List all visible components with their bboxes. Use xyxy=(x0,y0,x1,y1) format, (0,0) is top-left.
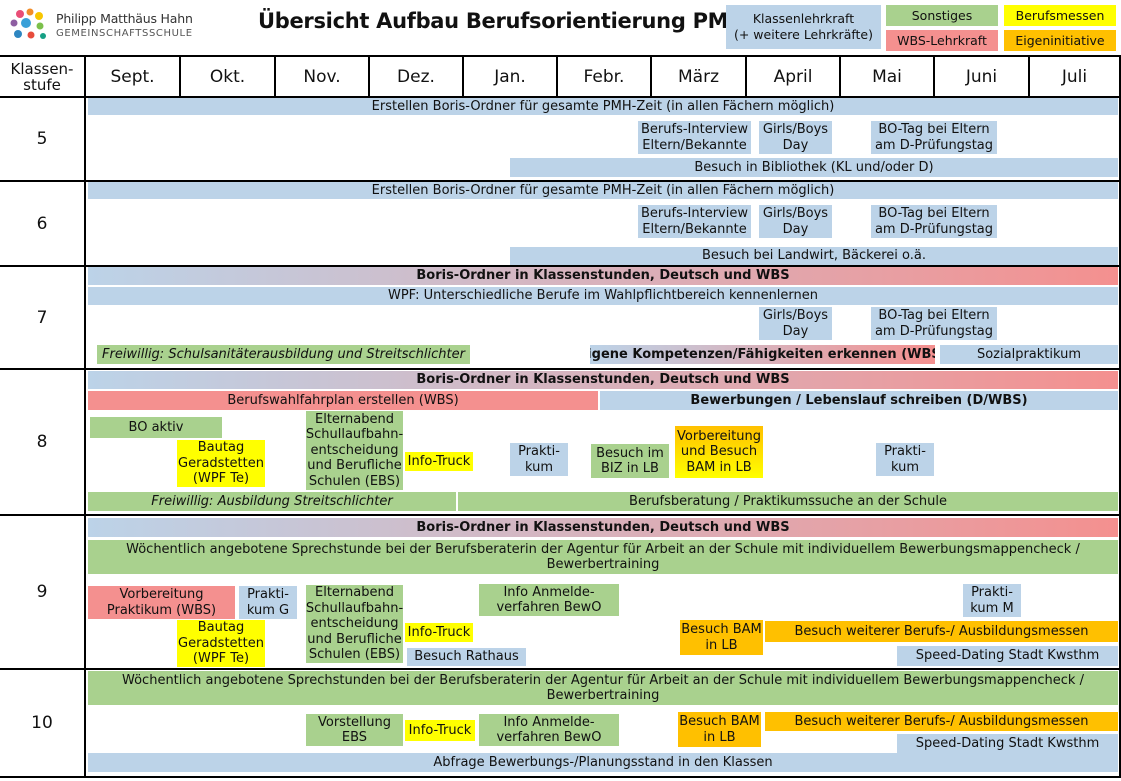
month-febr: Febr. xyxy=(583,67,625,87)
g8-biz: Besuch im BIZ in LB xyxy=(591,444,669,478)
legend-sonstiges: Sonstiges xyxy=(886,5,998,26)
g9-praktikum-g: Prakti- kum G xyxy=(239,586,297,619)
g8-info-truck: Info-Truck xyxy=(405,452,473,471)
month-separator xyxy=(274,55,276,97)
g10-anmeldeverfahren: Info Anmelde- verfahren BewO xyxy=(479,714,619,746)
g8-bewerbungen: Bewerbungen / Lebenslauf schreiben (D/WB… xyxy=(600,391,1118,410)
school-logo: Philipp Matthäus Hahn GEMEINSCHAFTSSCHUL… xyxy=(6,6,193,46)
g7-kompetenzen: Eigene Kompetenzen/Fähigkeiten erkennen … xyxy=(590,345,935,364)
g6-berufs-interview: Berufs-Interview Eltern/Bekannte xyxy=(638,205,751,238)
g10-bam: Besuch BAM in LB xyxy=(678,712,761,747)
g9-messen: Besuch weiterer Berufs-/ Ausbildungsmess… xyxy=(765,621,1118,642)
g9-vorbereitung-praktikum: Vorbereitung Praktikum (WBS) xyxy=(88,586,235,619)
g9-bam: Besuch BAM in LB xyxy=(680,620,763,655)
month-juni: Juni xyxy=(965,67,998,87)
grade-7: 7 xyxy=(36,307,48,328)
g6-bo-tag: BO-Tag bei Eltern am D-Prüfungstag xyxy=(871,205,997,238)
legend-eigeninitiative: Eigeninitiative xyxy=(1004,30,1116,51)
g9-speed-dating: Speed-Dating Stadt Kwsthm xyxy=(897,646,1118,666)
grid-line xyxy=(0,265,1121,267)
legend-klassenlehrkraft: Klassenlehrkraft (+ weitere Lehrkräfte) xyxy=(726,5,881,49)
g9-praktikum-m: Prakti- kum M xyxy=(963,584,1021,617)
logo-subtitle: GEMEINSCHAFTSSCHULE xyxy=(56,28,193,39)
month-jan: Jan. xyxy=(494,67,526,87)
grid-line xyxy=(84,55,86,778)
g7-boris-ordner: Boris-Ordner in Klassenstunden, Deutsch … xyxy=(88,267,1118,285)
g10-messen: Besuch weiterer Berufs-/ Ausbildungsmess… xyxy=(765,712,1118,731)
month-separator xyxy=(179,55,181,97)
g9-sprechstunde: Wöchentlich angebotene Sprechstunde bei … xyxy=(88,540,1118,574)
month-sept: Sept. xyxy=(110,67,155,87)
g7-freiwillig: Freiwillig: Schulsanitäterausbildung und… xyxy=(97,345,470,364)
month-separator xyxy=(650,55,652,97)
g7-sozialpraktikum: Sozialpraktikum xyxy=(940,345,1118,364)
g10-speed-dating: Speed-Dating Stadt Kwsthm xyxy=(897,734,1118,753)
month-okt: Okt. xyxy=(209,67,246,87)
g5-berufs-interview: Berufs-Interview Eltern/Bekannte xyxy=(638,121,751,154)
grade-5: 5 xyxy=(36,129,48,149)
g6-landwirt: Besuch bei Landwirt, Bäckerei o.ä. xyxy=(510,247,1118,265)
g8-bam: Vorbereitung und Besuch BAM in LB xyxy=(675,426,763,478)
month-separator xyxy=(462,55,464,97)
g8-freiwillig: Freiwillig: Ausbildung Streitschlichter xyxy=(88,492,456,511)
g7-wpf: WPF: Unterschiedliche Berufe im Wahlpfli… xyxy=(88,287,1118,305)
g9-boris-ordner: Boris-Ordner in Klassenstunden, Deutsch … xyxy=(88,518,1118,537)
grid-line xyxy=(0,96,1121,98)
g9-rathaus: Besuch Rathaus xyxy=(407,648,526,666)
g5-boris-ordner: Erstellen Boris-Ordner für gesamte PMH-Z… xyxy=(88,98,1118,115)
g8-elternabend: Elternabend Schullaufbahn- entscheidung … xyxy=(306,411,403,490)
month-separator xyxy=(745,55,747,97)
g9-info-truck: Info-Truck xyxy=(405,623,473,642)
legend-berufsmessen: Berufsmessen xyxy=(1004,5,1116,26)
grid-line xyxy=(0,55,1121,57)
month-separator xyxy=(933,55,935,97)
g8-berufsberatung: Berufsberatung / Praktikumssuche an der … xyxy=(458,492,1118,511)
g10-sprechstunde: Wöchentlich angebotene Sprechstunden bei… xyxy=(88,671,1118,705)
grid-line xyxy=(0,180,1121,182)
month-maerz: März xyxy=(678,67,719,87)
g8-bo-aktiv: BO aktiv xyxy=(90,417,222,438)
grade-6: 6 xyxy=(36,213,48,234)
month-april: April xyxy=(773,67,813,87)
month-separator xyxy=(368,55,370,97)
g5-bibliothek: Besuch in Bibliothek (KL und/oder D) xyxy=(510,158,1118,177)
month-separator xyxy=(839,55,841,97)
month-juli: Juli xyxy=(1061,67,1088,87)
logo-dots-icon xyxy=(10,8,46,39)
g8-berufswahlfahrplan: Berufswahlfahrplan erstellen (WBS) xyxy=(88,391,598,410)
g8-boris-ordner: Boris-Ordner in Klassenstunden, Deutsch … xyxy=(88,371,1118,389)
grade-8: 8 xyxy=(36,432,48,452)
g8-bautag: Bautag Geradstetten (WPF Te) xyxy=(177,440,265,487)
g6-girls-boys-day: Girls/Boys Day xyxy=(759,205,832,238)
grid-line xyxy=(1119,55,1121,778)
grid-line xyxy=(0,668,1121,670)
g9-elternabend: Elternabend Schullaufbahn- entscheidung … xyxy=(306,585,403,663)
g9-anmeldeverfahren: Info Anmelde- verfahren BewO xyxy=(479,584,619,616)
grid-line xyxy=(0,776,1121,778)
g8-praktikum-1: Prakti- kum xyxy=(510,443,568,476)
grade-9: 9 xyxy=(36,582,48,602)
g10-vorstellung-ebs: Vorstellung EBS xyxy=(306,714,403,746)
month-separator xyxy=(1028,55,1030,97)
g7-girls-boys-day: Girls/Boys Day xyxy=(759,307,832,340)
month-dez: Dez. xyxy=(397,67,435,87)
g7-bo-tag: BO-Tag bei Eltern am D-Prüfungstag xyxy=(871,307,997,340)
g5-girls-boys-day: Girls/Boys Day xyxy=(759,121,832,154)
g10-info-truck: Info-Truck xyxy=(405,720,475,741)
legend-wbs-lehrkraft: WBS-Lehrkraft xyxy=(886,30,998,51)
grade-10: 10 xyxy=(31,713,53,733)
grid-line xyxy=(0,368,1121,370)
g5-bo-tag: BO-Tag bei Eltern am D-Prüfungstag xyxy=(871,121,997,154)
grade-column-header: Klassen- stufe xyxy=(10,60,74,94)
g6-boris-ordner: Erstellen Boris-Ordner für gesamte PMH-Z… xyxy=(88,182,1118,199)
grid-line xyxy=(0,514,1121,516)
month-mai: Mai xyxy=(872,67,902,87)
page-title: Übersicht Aufbau Berufsorientierung PMH xyxy=(258,9,746,33)
month-separator xyxy=(556,55,558,97)
logo-name: Philipp Matthäus Hahn xyxy=(56,11,193,26)
month-nov: Nov. xyxy=(303,67,341,87)
g9-bautag: Bautag Geradstetten (WPF Te) xyxy=(177,620,265,667)
g10-abfrage: Abfrage Bewerbungs-/Planungsstand in den… xyxy=(88,753,1118,772)
g8-praktikum-2: Prakti- kum xyxy=(876,443,934,476)
